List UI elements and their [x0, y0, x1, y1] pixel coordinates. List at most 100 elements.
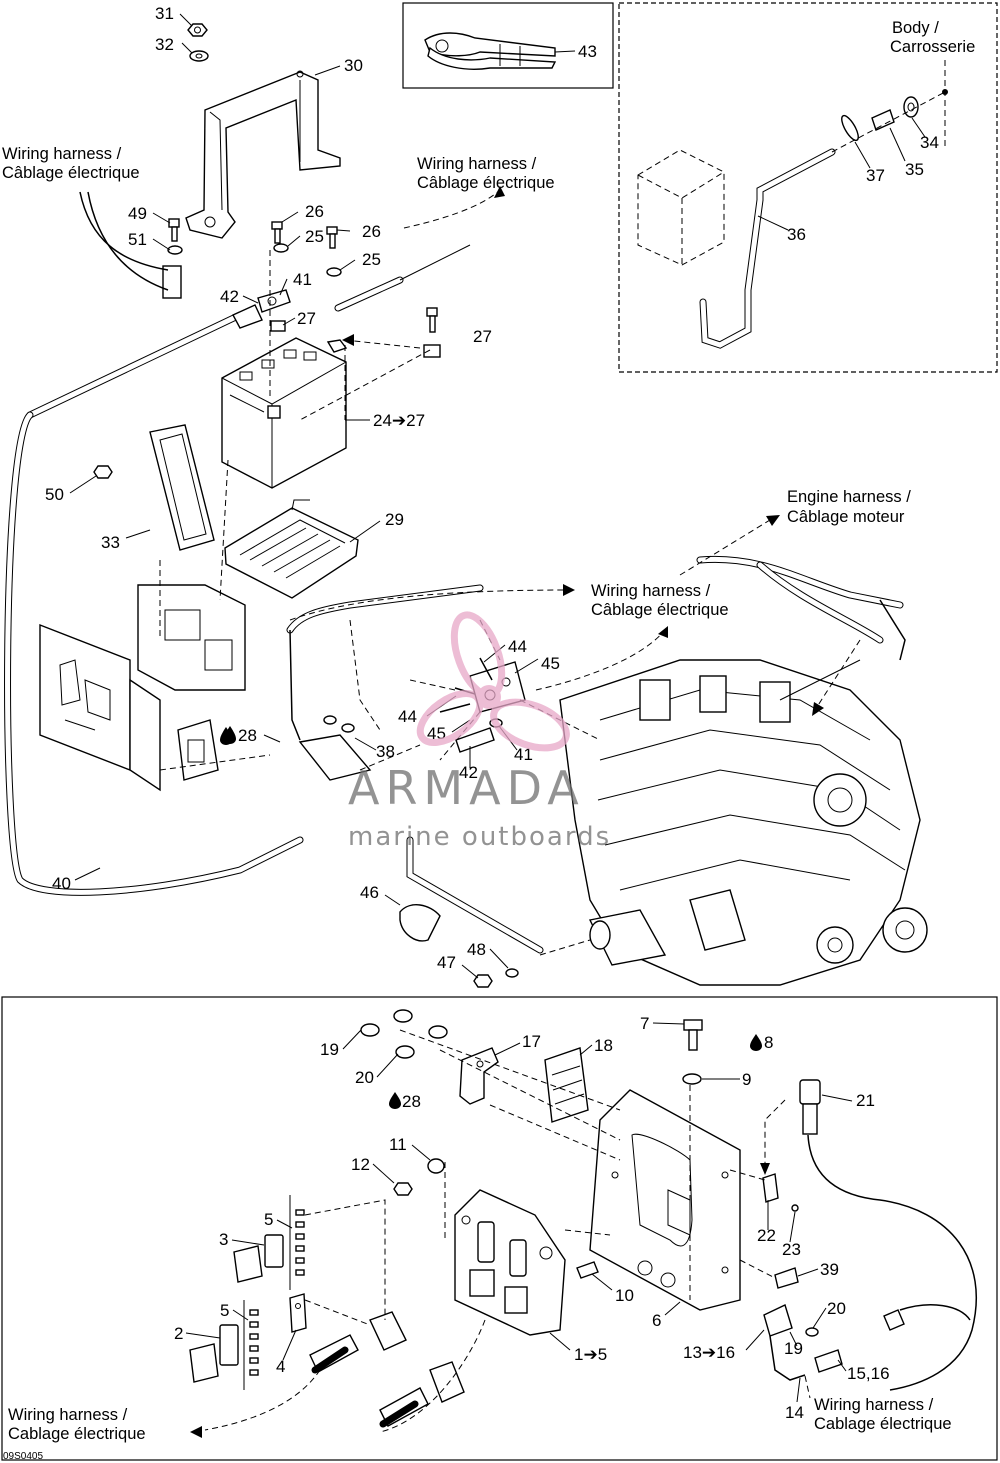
- callout-13-16: 13➔16: [683, 1343, 735, 1362]
- clip-39: [774, 1267, 799, 1289]
- clip-10: [576, 1261, 599, 1279]
- washer-48: [505, 968, 519, 978]
- harness-cable-module: [286, 584, 484, 634]
- label-wiring-harness-1: Wiring harness /: [2, 145, 122, 163]
- fuse-holder-13-16: [763, 1304, 843, 1381]
- callout-2: 2: [174, 1324, 183, 1343]
- callout-43: 43: [578, 42, 597, 61]
- callout-42b: 42: [459, 763, 478, 782]
- callout-51: 51: [128, 230, 147, 249]
- bolt-27b: [423, 307, 441, 358]
- washer-9: [682, 1073, 702, 1085]
- label-engine-harness-b: Câblage moteur: [787, 508, 905, 526]
- drawing-code: 09S0405: [3, 1451, 43, 1462]
- arrow-harness-3: [289, 589, 571, 621]
- ecm-module: [454, 1189, 566, 1336]
- screw-44a: [479, 657, 493, 681]
- module-plate-front: [39, 623, 161, 792]
- callout-49: 49: [128, 204, 147, 223]
- callout-47: 47: [437, 953, 456, 972]
- connector-block: [177, 719, 219, 781]
- vent-hose-36: [699, 148, 836, 349]
- inset-box-tool: [402, 2, 614, 89]
- lower-panel-frame: [1, 996, 998, 1461]
- threadlocker-icon-8: [750, 1034, 762, 1051]
- callout-numbers: 31 32 30 49 51 26 25 26 25 41 42 27 27 2…: [45, 4, 939, 1422]
- callout-50: 50: [45, 485, 64, 504]
- callout-46: 46: [360, 883, 379, 902]
- washer-51: [167, 245, 183, 255]
- callout-7: 7: [640, 1014, 649, 1033]
- nut-47: [473, 974, 493, 988]
- terminal-strip-5a: [289, 1195, 305, 1290]
- mounting-plate-6: [589, 1089, 741, 1311]
- harness-labels: Wiring harness / Câblage électrique Wiri…: [2, 19, 975, 1443]
- callout-12: 12: [351, 1155, 370, 1174]
- callout-41a: 41: [293, 270, 312, 289]
- clip-22: [762, 1173, 779, 1203]
- callout-39: 39: [820, 1260, 839, 1279]
- label-wiring-harness-3: Wiring harness /: [591, 582, 711, 600]
- nut-12: [393, 1182, 413, 1196]
- callout-37: 37: [866, 166, 885, 185]
- callout-9: 9: [742, 1070, 751, 1089]
- arrow-lower-harness: [204, 1369, 321, 1431]
- label-body-b: Carrosserie: [890, 38, 975, 56]
- washer-11: [427, 1158, 445, 1174]
- label-engine-harness: Engine harness /: [787, 488, 911, 506]
- pliers-tool-43: [424, 32, 557, 70]
- callout-29: 29: [385, 510, 404, 529]
- nut-50: [93, 465, 113, 479]
- washer-32: [189, 50, 209, 62]
- callout-19a: 19: [320, 1040, 339, 1059]
- callout-8: 8: [764, 1033, 773, 1052]
- label-body: Body /: [892, 19, 939, 37]
- engine-assembly: [559, 659, 928, 986]
- callout-27a: 27: [297, 309, 316, 328]
- terminal-41: [257, 289, 291, 313]
- label-wiring-harness-4b: Cablage électrique: [8, 1425, 146, 1443]
- arrow-harness-2: [403, 189, 501, 229]
- bracket-30: [185, 70, 341, 239]
- callout-24-27: 24➔27: [373, 411, 425, 430]
- callout-38: 38: [376, 742, 395, 761]
- nut-31: [187, 23, 208, 37]
- fuse-holder-38: [298, 715, 372, 781]
- label-wiring-harness-3b: Câblage électrique: [591, 601, 729, 619]
- sensor-21: [799, 1079, 821, 1135]
- module-housing-back: [137, 584, 246, 691]
- connector-3: [233, 1234, 284, 1283]
- bolt-26b: [326, 226, 338, 249]
- starter-motor: [588, 909, 667, 966]
- ecm-connector-a: [309, 1311, 407, 1374]
- label-wiring-harness-4: Wiring harness /: [8, 1406, 128, 1424]
- battery-tray-29: [224, 499, 359, 599]
- harness-cable-2: [87, 191, 169, 291]
- screw-45b: [439, 703, 471, 713]
- callout-25a: 25: [305, 227, 324, 246]
- harness-cable-1: [79, 191, 169, 271]
- battery-24: [221, 337, 347, 489]
- connector-2: [189, 1324, 239, 1383]
- watermark-tagline: marine outboards: [348, 822, 611, 852]
- callout-36: 36: [787, 225, 806, 244]
- callout-45a: 45: [541, 654, 560, 673]
- inset-box-vent-hose: [618, 2, 998, 373]
- callout-31: 31: [155, 4, 174, 23]
- callout-44a: 44: [508, 637, 527, 656]
- fitting-35: [871, 109, 895, 131]
- threadlocker-icon-28: [389, 1092, 401, 1109]
- battery-ghost: [637, 149, 725, 266]
- bolt-7: [683, 1019, 703, 1051]
- callout-1-5: 1➔5: [574, 1345, 607, 1364]
- watermark: ARMADA marine outboards: [348, 611, 611, 852]
- bracket-17: [459, 1047, 499, 1105]
- callout-20b: 20: [827, 1299, 846, 1318]
- callout-21: 21: [856, 1091, 875, 1110]
- callout-28a: 28: [238, 726, 257, 745]
- callout-17: 17: [522, 1032, 541, 1051]
- label-wiring-harness-2: Wiring harness /: [417, 155, 537, 173]
- callout-23: 23: [782, 1240, 801, 1259]
- callout-25b: 25: [362, 250, 381, 269]
